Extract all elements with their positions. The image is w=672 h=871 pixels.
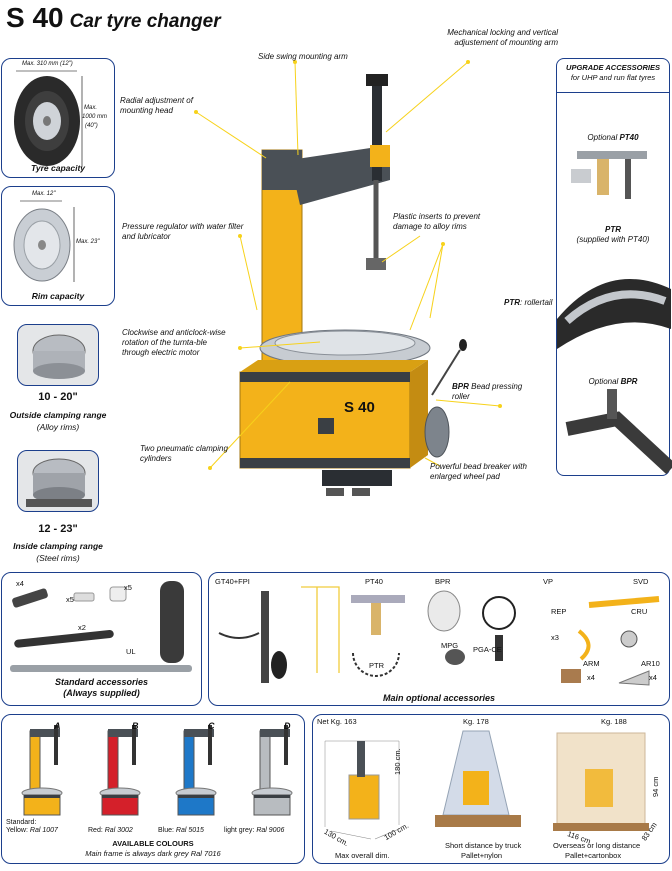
upgrade-subtitle: for UHP and run flat tyres <box>570 73 656 82</box>
standard-accessories-panel: x4 x5 x5 x2 UL Standard accessories (Alw… <box>1 572 202 706</box>
ptr-rollertail-label: PTR: rollertail <box>504 298 553 307</box>
callout-bpr: BPR Bead pressing roller <box>452 382 523 401</box>
upgrade-title: UPGRADE ACCESSORIES <box>566 63 660 72</box>
ptr-label: PTR <box>605 225 621 234</box>
callout-plastic: Plastic inserts to prevent damage to all… <box>393 212 481 231</box>
colour-letter-c: C <box>208 721 215 731</box>
callout-mechanical: Mechanical locking and vertical adjustem… <box>447 28 558 47</box>
callout-clockwise: Clockwise and anticlock-wise rotation of… <box>122 328 226 357</box>
rim-illustration <box>13 200 75 282</box>
upgrade-accessories-panel: UPGRADE ACCESSORIES for UHP and run flat… <box>556 58 672 476</box>
colour-label-c: Blue: Ral 5015 <box>158 827 204 834</box>
colour-machine-d <box>251 725 293 816</box>
colour-machine-b <box>99 725 141 816</box>
ptr-note: (supplied with PT40) <box>576 235 650 244</box>
colour-machine-c <box>175 725 217 816</box>
rim-capacity-panel: Max. 12" Max. 23" Rim capacity <box>1 186 115 306</box>
callout-pneumatic: Two pneumatic clamping cylinders <box>140 444 228 463</box>
tyre-capacity-panel: Max. 310 mm (12") Max. 1000 mm (40") Tyr… <box>1 58 115 178</box>
shipping-panel: Net Kg. 163 Kg. 178 Kg. 188 180 cm. 130 … <box>312 714 670 864</box>
machine-brand-label: S 40 <box>344 399 375 416</box>
optional-pt40-label: Optional PT40 <box>587 133 639 142</box>
optional-accessories-illustration <box>218 586 660 686</box>
product-subtitle: Car tyre changer <box>69 11 221 32</box>
colour-machines <box>21 725 293 816</box>
colour-label-b: Red: Ral 3002 <box>88 827 133 834</box>
callout-pressure: Pressure regulator with water filter and… <box>122 222 244 241</box>
inside-clamp-photo <box>17 450 99 512</box>
colour-letter-b: B <box>132 721 139 731</box>
optional-bpr-label: Optional BPR <box>588 377 638 386</box>
available-colours-panel: A B C D Standard: Yellow: Ral 1007 Red: … <box>1 714 305 864</box>
optional-accessories-panel: GT40+FPI PT40 BPR VP SVD REP CRU x3 PTR … <box>208 572 670 706</box>
outside-clamp-photo <box>17 324 99 386</box>
upgrade-illustrations <box>557 151 672 475</box>
callout-side-swing: Side swing mounting arm <box>258 52 348 61</box>
colour-letter-d: D <box>284 721 291 731</box>
callout-radial: Radial adjustment of mounting head <box>120 96 193 115</box>
tyre-max-width: Max. 310 mm (12") <box>22 61 73 67</box>
colour-machine-a <box>21 725 63 816</box>
inside-clamping-panel: 12 - 23" Inside clamping range (Steel ri… <box>1 444 115 566</box>
rim-capacity-caption: Rim capacity <box>31 291 85 301</box>
standard-accessories-illustration <box>10 581 192 672</box>
tyre-capacity-caption: Tyre capacity <box>30 163 86 173</box>
colour-label-a: Yellow: Ral 1007 <box>6 827 58 834</box>
colour-label-d: light grey: Ral 9006 <box>224 827 285 834</box>
colour-letter-a: A <box>54 721 61 731</box>
callout-breaker: Powerful bead breaker with enlarged whee… <box>430 462 527 481</box>
tyre-illustration <box>14 70 83 167</box>
outside-clamping-panel: 10 - 20" Outside clamping range (Alloy r… <box>1 316 115 438</box>
shipping-illustrations <box>324 730 649 840</box>
